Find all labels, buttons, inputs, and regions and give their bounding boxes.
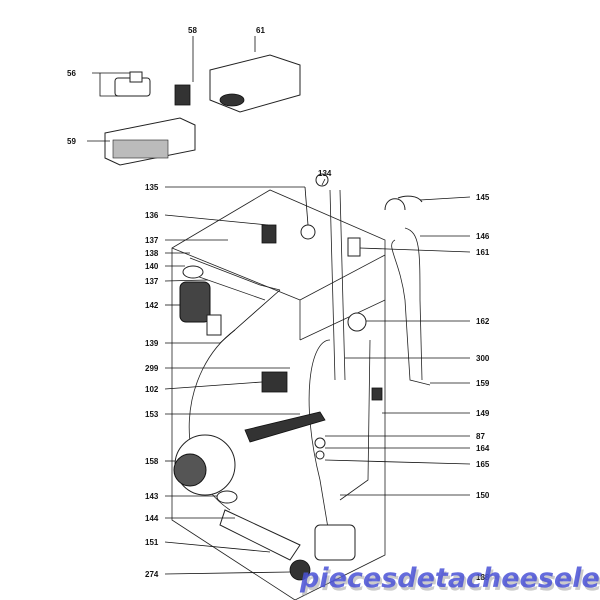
label-56: 56 bbox=[67, 69, 76, 78]
label-145: 145 bbox=[476, 193, 490, 202]
label-150: 150 bbox=[476, 491, 490, 500]
label-159: 159 bbox=[476, 379, 490, 388]
label-134: 134 bbox=[318, 169, 332, 178]
hoses-and-components bbox=[173, 173, 431, 581]
label-135: 135 bbox=[145, 183, 159, 192]
label-136: 136 bbox=[145, 211, 159, 220]
label-158: 158 bbox=[145, 457, 159, 466]
label-165: 165 bbox=[476, 460, 490, 469]
label-146: 146 bbox=[476, 232, 490, 241]
detergent-drawer-parts bbox=[104, 54, 301, 166]
label-59: 59 bbox=[67, 137, 76, 146]
watermark-shadow: piecesdetacheeselec.com bbox=[301, 566, 600, 597]
label-102: 102 bbox=[145, 385, 159, 394]
label-274: 274 bbox=[145, 570, 159, 579]
label-137: 137 bbox=[145, 236, 159, 245]
watermark: piecesdetacheeselec.com bbox=[299, 563, 600, 594]
label-161: 161 bbox=[476, 248, 490, 257]
label-143: 143 bbox=[145, 492, 159, 501]
label-140: 140 bbox=[145, 262, 159, 271]
label-138: 138 bbox=[145, 249, 159, 258]
part-number-labels: 56 58 61 59 135 134 145 136 137 138 146 … bbox=[67, 26, 490, 582]
label-299: 299 bbox=[145, 364, 159, 373]
label-87: 87 bbox=[476, 432, 485, 441]
label-149: 149 bbox=[476, 409, 490, 418]
label-300: 300 bbox=[476, 354, 490, 363]
label-144: 144 bbox=[145, 514, 159, 523]
label-164: 164 bbox=[476, 444, 490, 453]
leader-lines bbox=[87, 36, 471, 575]
label-188: 188 bbox=[476, 573, 490, 582]
label-142: 142 bbox=[145, 301, 159, 310]
label-137: 137 bbox=[145, 277, 159, 286]
label-162: 162 bbox=[476, 317, 490, 326]
label-61: 61 bbox=[256, 26, 265, 35]
cabinet bbox=[171, 189, 386, 600]
label-153: 153 bbox=[145, 410, 159, 419]
label-139: 139 bbox=[145, 339, 159, 348]
label-151: 151 bbox=[145, 538, 159, 547]
label-58: 58 bbox=[188, 26, 197, 35]
